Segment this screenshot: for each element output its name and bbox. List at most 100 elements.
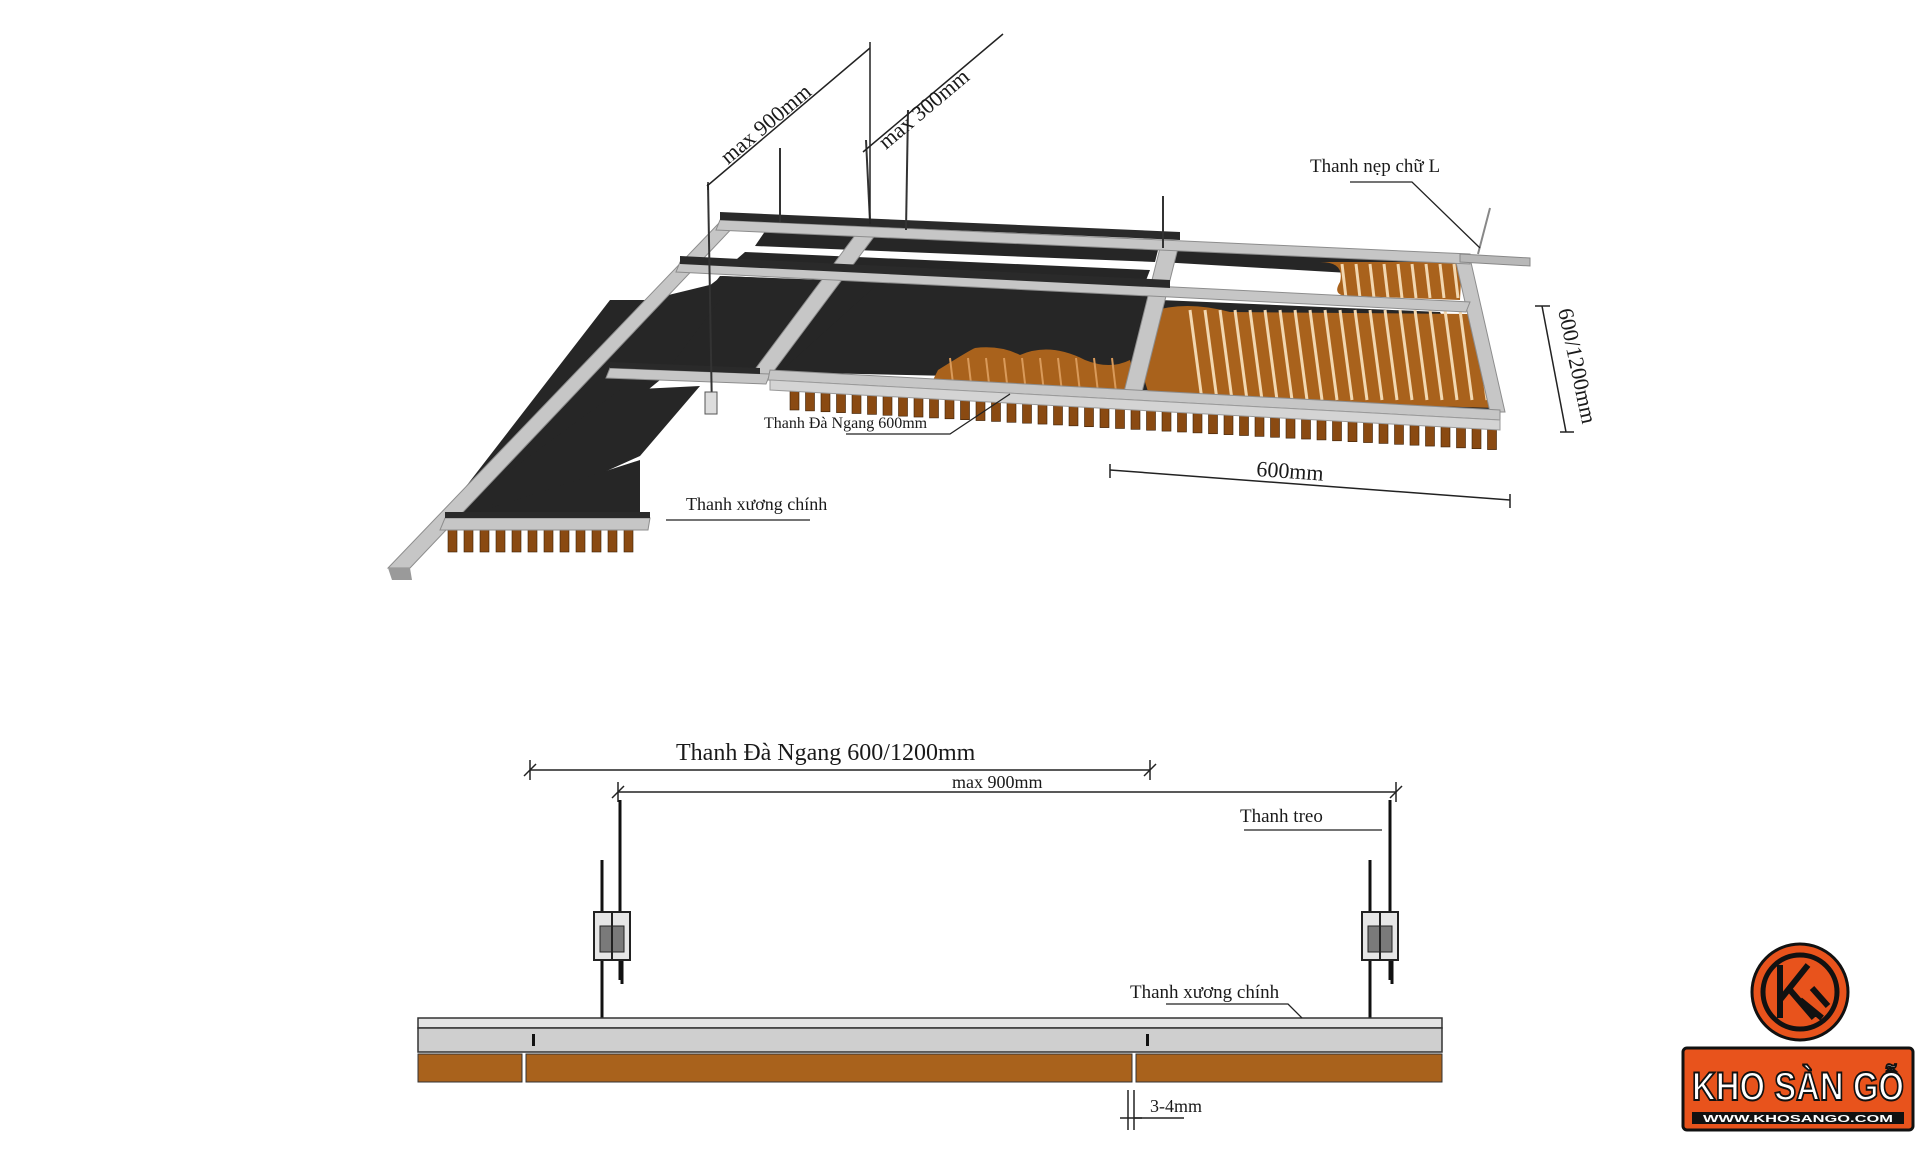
section-leader-lines — [1166, 829, 1382, 1019]
wood-stripe — [1338, 309, 1354, 401]
wood-stripe — [1278, 309, 1294, 401]
section-wood-boards — [417, 1053, 1443, 1083]
dim-label-max-900-section: max 900mm — [952, 772, 1043, 792]
wood-stripe — [1438, 263, 1446, 299]
section-view: Thanh Đà Ngang 600/1200mm max 900mm Than… — [417, 740, 1443, 1130]
wood-stripe — [1382, 263, 1390, 299]
logo-url-text: WWW.KHOSANGO.COM — [1703, 1114, 1893, 1125]
wood-slat — [1270, 414, 1280, 438]
wood-slat — [1208, 411, 1218, 435]
wood-slat — [1177, 409, 1187, 433]
logo-brand-text: KHO SÀN GỖ — [1692, 1063, 1904, 1109]
logo-emblem — [1750, 942, 1850, 1042]
dim-label-max-900: max 900mm — [715, 79, 816, 169]
wood-stripe — [1368, 309, 1384, 401]
wood-stripe — [1368, 263, 1376, 299]
wood-slat — [1409, 422, 1420, 446]
section-main-runner — [417, 1017, 1443, 1053]
iso-leader-lines — [666, 181, 1481, 521]
wood-stripe — [1458, 309, 1474, 401]
dim-line-max-900 — [706, 47, 871, 187]
dim-label-600: 600mm — [1256, 456, 1325, 486]
dim-label-gap: 3-4mm — [1150, 1096, 1202, 1116]
wood-stripe — [1452, 263, 1460, 299]
wood-slat — [623, 529, 634, 553]
wood-slat — [543, 529, 554, 553]
wood-stripe — [1218, 309, 1234, 401]
wood-stripe — [1293, 309, 1309, 401]
wood-stripe — [1383, 309, 1399, 401]
hanger-clip-left — [704, 391, 718, 415]
wood-slat — [1192, 410, 1203, 434]
wood-slat — [559, 529, 570, 553]
logo-k-mark — [1777, 963, 1831, 1021]
wood-slat — [1285, 415, 1296, 439]
wood-slat — [1363, 420, 1373, 443]
isometric-view: max 900mm max 300mm Thanh nẹp chữ L 600/… — [386, 33, 1602, 580]
wood-stripe — [1075, 357, 1081, 393]
label-l-trim: Thanh nẹp chữ L — [1310, 156, 1440, 177]
wood-slat — [1487, 427, 1497, 450]
logo-banner — [1681, 1046, 1915, 1132]
wood-slat — [495, 529, 506, 553]
wood-slat — [607, 529, 618, 553]
wood-slat — [511, 529, 522, 553]
hanger-left — [593, 800, 631, 1036]
wood-slat — [527, 529, 538, 553]
wood-slat — [591, 529, 602, 553]
wood-stripe — [1233, 309, 1249, 401]
leader-cross-tee — [846, 393, 1011, 435]
iso-dimension-lines — [706, 33, 1574, 508]
wood-slat — [575, 529, 586, 553]
wood-slat — [479, 529, 490, 553]
wood-slat — [1378, 421, 1389, 444]
wood-stripe — [1424, 263, 1432, 299]
hanger-right — [1361, 800, 1399, 1036]
wood-slat — [463, 529, 474, 553]
wood-stripe — [1203, 309, 1219, 401]
wood-stripe — [1428, 309, 1444, 401]
cross-tees — [439, 212, 1501, 531]
wood-slat-stripes — [949, 263, 1489, 401]
wood-stripe — [1396, 263, 1404, 299]
wood-stripe — [1353, 309, 1369, 401]
wood-stripe — [1354, 263, 1362, 299]
dim-line-max-300 — [862, 33, 1004, 153]
wood-slat — [1440, 424, 1451, 448]
wood-slat — [1332, 418, 1342, 442]
section-dimension-lines — [523, 760, 1403, 802]
l-trim-rail — [1459, 207, 1531, 267]
leader-main-runner-section — [1166, 1003, 1303, 1019]
wood-slat — [1223, 412, 1234, 435]
dim-label-600-1200: 600/1200mm — [1553, 306, 1602, 426]
wood-slat — [1254, 414, 1265, 437]
brand-logo: KHO SÀN GỖ WWW.KHOSANGO.COM — [1681, 942, 1915, 1132]
wood-slat — [1316, 417, 1327, 441]
wood-stripe — [1410, 263, 1418, 299]
wood-stripe — [1093, 357, 1099, 393]
wood-slat — [1347, 419, 1358, 442]
dim-label-cross-tee-section: Thanh Đà Ngang 600/1200mm — [676, 740, 976, 766]
leader-l-trim — [1350, 181, 1481, 249]
wood-slat — [447, 529, 458, 553]
gap-dimension — [1120, 1090, 1184, 1130]
wood-stripe — [1340, 263, 1348, 299]
wood-stripe — [1398, 309, 1414, 401]
wood-slat — [1394, 422, 1404, 445]
wood-stripe — [1443, 309, 1459, 401]
wood-slat — [1239, 413, 1249, 436]
wood-slat — [1471, 426, 1482, 450]
wood-stripe — [1263, 309, 1279, 401]
wood-slat — [1425, 423, 1435, 447]
dim-label-max-300: max 300mm — [873, 64, 974, 154]
label-hanger: Thanh treo — [1240, 806, 1323, 827]
wood-stripe — [1111, 357, 1117, 393]
wood-slat-fringe-left — [447, 529, 634, 553]
wood-stripe — [1308, 309, 1324, 401]
wood-stripe — [1323, 309, 1339, 401]
label-main-runner: Thanh xương chính — [686, 494, 827, 514]
wood-stripe — [1248, 309, 1264, 401]
wood-stripe — [1413, 309, 1429, 401]
dim-line-600-1200 — [1541, 305, 1567, 433]
